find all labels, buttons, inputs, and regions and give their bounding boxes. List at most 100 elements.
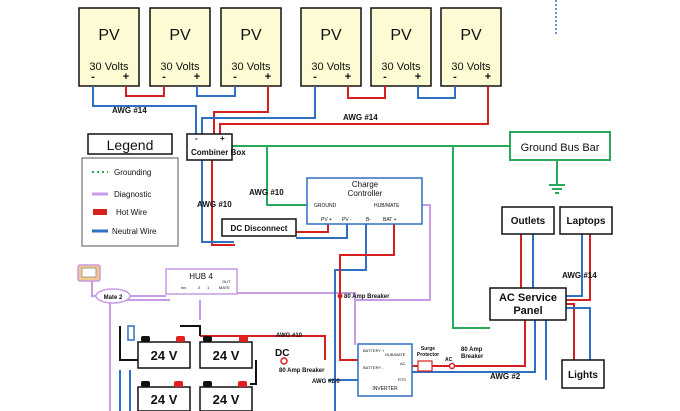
pv-panel-5-label: PV xyxy=(390,27,412,44)
awg10-label-b: AWG #10 xyxy=(249,188,284,197)
pv-panel-3-positive: + xyxy=(265,71,271,83)
battery-positive-to-inverter xyxy=(339,330,358,361)
outlets-frame xyxy=(501,206,555,235)
breaker-80a-dc-label: 80 Amp Breaker xyxy=(279,368,325,374)
dc-disconnect-to-cc-neutral xyxy=(296,224,348,239)
battery-interconnect-top xyxy=(180,325,201,336)
inverter-rts: RTS xyxy=(398,377,406,382)
cc-battery-positive-terminal: BAT + xyxy=(383,217,397,223)
charge-controller-label-line1: Charge xyxy=(352,180,379,189)
ground-bus-bar: Ground Bus Bar xyxy=(509,131,611,161)
inverter: BATTERY + HUB/MATE BATTERY - AC RTS INVE… xyxy=(357,343,413,397)
battery-bank: 24 V 24 V 24 V 24 V xyxy=(127,325,253,411)
panel-to-lights-hot xyxy=(566,303,575,360)
outlets: Outlets xyxy=(501,206,555,235)
pv-panel-1: PV 30 Volts - + xyxy=(78,7,140,87)
pv-panel-3-voltage: 30 Volts xyxy=(231,61,271,73)
hub-port-out: OUT xyxy=(222,279,231,284)
breaker-80a-top: 80 Amp Breaker xyxy=(337,293,390,300)
combiner-negative-terminal: - xyxy=(195,134,198,143)
hub-port-1: 1 xyxy=(207,285,210,290)
ground-bus-bar-frame xyxy=(509,131,611,161)
battery-interconnect-left xyxy=(119,326,140,361)
pv-panel-4-voltage: 30 Volts xyxy=(311,61,351,73)
dc-disconnect-to-cc-hot xyxy=(296,224,329,233)
legend-item-hot-wire: Hot Wire xyxy=(116,208,148,217)
cc-hubmate-terminal: HUB/MATE xyxy=(374,203,400,209)
breaker-top-contact-icon xyxy=(337,293,343,299)
inverter-to-ac-panel-neutral xyxy=(412,302,536,373)
hub-port-2: 2 xyxy=(198,285,201,290)
legend-item-neutral-wire: Neutral Wire xyxy=(112,227,157,236)
lights-frame xyxy=(561,359,605,389)
pv-panel-3-label: PV xyxy=(240,27,262,44)
pv-panel-1-label: PV xyxy=(98,27,120,44)
inverter-battery-positive: BATTERY + xyxy=(363,348,385,353)
surge-protector-label-line1: Surge xyxy=(421,346,435,352)
pv-panel-6-negative: - xyxy=(453,71,457,83)
pv-panel-6-label: PV xyxy=(460,27,482,44)
battery-1-voltage: 24 V xyxy=(151,348,178,363)
pv-panel-6-positive: + xyxy=(485,71,491,83)
pv-panel-2-frame xyxy=(149,7,211,87)
charge-controller-frame xyxy=(306,177,423,225)
battery-3-voltage: 24 V xyxy=(151,392,178,407)
ground-bus-bar-label: Ground Bus Bar xyxy=(521,142,600,154)
pv-panel-4-label: PV xyxy=(320,27,342,44)
dc-disconnect-frame xyxy=(221,218,297,237)
pv-panel-6-frame xyxy=(440,7,502,87)
mate-2-label: Mate 2 xyxy=(104,295,123,301)
panel-to-laptops-hot xyxy=(566,234,591,301)
inverter-frame xyxy=(357,343,413,397)
charge-controller: Charge Controller GROUND HUB/MATE PV + P… xyxy=(306,177,423,225)
combiner-box: Combiner Box - + xyxy=(186,133,246,161)
ground-to-charge-controller xyxy=(266,146,307,206)
charge-controller-label-line2: Controller xyxy=(348,189,383,198)
ac-service-panel-label-line1: AC Service xyxy=(499,292,557,304)
dc-disconnect-label: DC Disconnect xyxy=(231,224,288,233)
ac-breaker-contact-icon xyxy=(448,362,456,370)
awg2-0-label: AWG #2/0 xyxy=(312,379,340,385)
outlets-label: Outlets xyxy=(511,216,546,227)
dc-breaker-contact-icon xyxy=(280,357,288,365)
cc-pv-negative-terminal: PV - xyxy=(342,217,352,223)
cc-pv-positive-terminal: PV + xyxy=(321,217,332,223)
laptops: Laptops xyxy=(559,206,613,235)
grounding-wires xyxy=(232,145,558,329)
pv-panel-1-negative: - xyxy=(91,71,95,83)
ground-symbol-icon xyxy=(549,184,565,194)
cc-battery-negative-terminal: B- xyxy=(366,217,371,223)
legend-swatch-hot-wire xyxy=(93,209,107,215)
pv-string-wiring xyxy=(92,86,489,134)
battery-2-voltage: 24 V xyxy=(213,348,240,363)
pv-panel-2-label: PV xyxy=(169,27,191,44)
pv-panel-4-negative: - xyxy=(313,71,317,83)
hub-port-inv: inv xyxy=(181,285,186,290)
pv-panel-1-voltage: 30 Volts xyxy=(89,61,129,73)
pv-panel-4-positive: + xyxy=(345,71,351,83)
battery-bank-positive-bus xyxy=(256,335,326,360)
legend-title: Legend xyxy=(107,137,154,153)
hub-4-label: HUB 4 xyxy=(189,272,213,281)
battery-interconnect-right xyxy=(250,360,257,385)
laptop-icon xyxy=(77,264,101,282)
pv-panel-1-frame xyxy=(78,7,140,87)
pv-panel-3-negative: - xyxy=(233,71,237,83)
pv-panel-5-positive: + xyxy=(415,71,421,83)
pv-panel-5-voltage: 30 Volts xyxy=(381,61,421,73)
awg2-label: AWG #2 xyxy=(490,372,521,381)
cc-battery-positive xyxy=(339,224,395,330)
pv-panel-5-frame xyxy=(370,7,432,87)
pv-left-series-link-1 xyxy=(125,86,165,97)
legend: Legend Grounding Diagnostic Hot Wire Neu… xyxy=(81,133,179,247)
inverter-hubmate: HUB/MATE xyxy=(385,352,406,357)
legend-title-box xyxy=(87,133,173,155)
legend-item-grounding: Grounding xyxy=(114,168,151,177)
surge-protector-label-line2: Protector xyxy=(417,352,439,358)
inverter-ac-terminal: AC xyxy=(400,361,406,366)
pv-panel-3-frame xyxy=(220,7,282,87)
ac-wires xyxy=(412,234,591,380)
pv-left-negative-wire xyxy=(92,86,197,134)
